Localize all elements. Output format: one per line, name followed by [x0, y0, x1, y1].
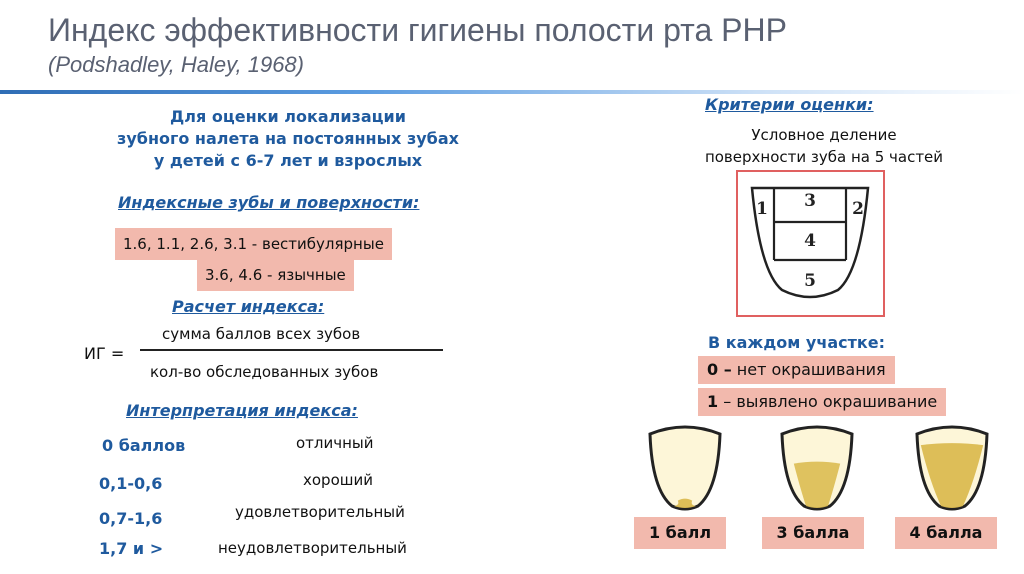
section-label: 2	[852, 199, 864, 219]
formula-lhs: ИГ =	[84, 344, 125, 363]
interpretation-score: 0,1-0,6	[99, 474, 163, 493]
score-one-label: 1 – выявлено окрашивание	[698, 388, 947, 416]
criteria-description: Условное деление поверхности зуба на 5 ч…	[670, 124, 978, 168]
intro-line: Для оценки локализации	[170, 107, 406, 126]
score-zero-text: нет окрашивания	[731, 360, 886, 379]
score-zero-number: 0 –	[707, 360, 732, 379]
interpretation-grade: удовлетворительный	[235, 503, 405, 521]
score-one-number: 1	[707, 392, 719, 411]
vestibular-teeth-label: 1.6, 1.1, 2.6, 3.1 - вестибулярные	[115, 228, 392, 260]
lingual-teeth-label: 3.6, 4.6 - язычные	[197, 259, 354, 291]
criteria-line: поверхности зуба на 5 частей	[704, 148, 944, 166]
section-label: 3	[804, 191, 816, 211]
section-label: 1	[756, 199, 768, 219]
tooth-example-1	[648, 425, 722, 511]
example-score-label: 1 балл	[634, 517, 726, 549]
example-score-label: 4 балла	[895, 517, 997, 549]
score-one-text: – выявлено окрашивание	[718, 392, 938, 411]
criteria-heading: Критерии оценки:	[705, 95, 874, 114]
interpretation-grade: неудовлетворительный	[218, 539, 407, 557]
interpretation-heading: Интерпретация индекса:	[126, 401, 358, 420]
title-divider	[0, 90, 1024, 94]
fraction-line	[140, 349, 443, 351]
criteria-line: Условное деление	[751, 126, 897, 144]
intro-line: зубного налета на постоянных зубах	[117, 129, 459, 148]
tooth-example-4	[915, 425, 989, 511]
interpretation-score: 0,7-1,6	[99, 509, 163, 528]
formula-denominator: кол-во обследованных зубов	[150, 363, 379, 381]
page-subtitle: (Podshadley, Haley, 1968)	[48, 52, 304, 77]
tooth-division-diagram: 1 2 3 4 5	[736, 170, 885, 317]
interpretation-grade: хороший	[303, 471, 373, 489]
score-zero-label: 0 – нет окрашивания	[698, 356, 895, 384]
intro-text: Для оценки локализации зубного налета на…	[80, 106, 496, 172]
each-area-heading: В каждом участке:	[708, 333, 885, 352]
formula-numerator: сумма баллов всех зубов	[162, 325, 361, 343]
section-label: 4	[804, 231, 816, 251]
section-label: 5	[804, 271, 816, 291]
tooth-division-svg: 1 2 3 4 5	[750, 186, 870, 299]
index-teeth-heading: Индексные зубы и поверхности:	[118, 193, 420, 212]
calculation-heading: Расчет индекса:	[172, 297, 325, 316]
interpretation-score: 1,7 и >	[99, 539, 164, 558]
page-title: Индекс эффективности гигиены полости рта…	[48, 12, 787, 48]
example-score-label: 3 балла	[762, 517, 864, 549]
intro-line: у детей с 6-7 лет и взрослых	[153, 151, 423, 170]
interpretation-score: 0 баллов	[102, 436, 186, 455]
tooth-example-3	[780, 425, 854, 511]
interpretation-grade: отличный	[296, 434, 374, 452]
